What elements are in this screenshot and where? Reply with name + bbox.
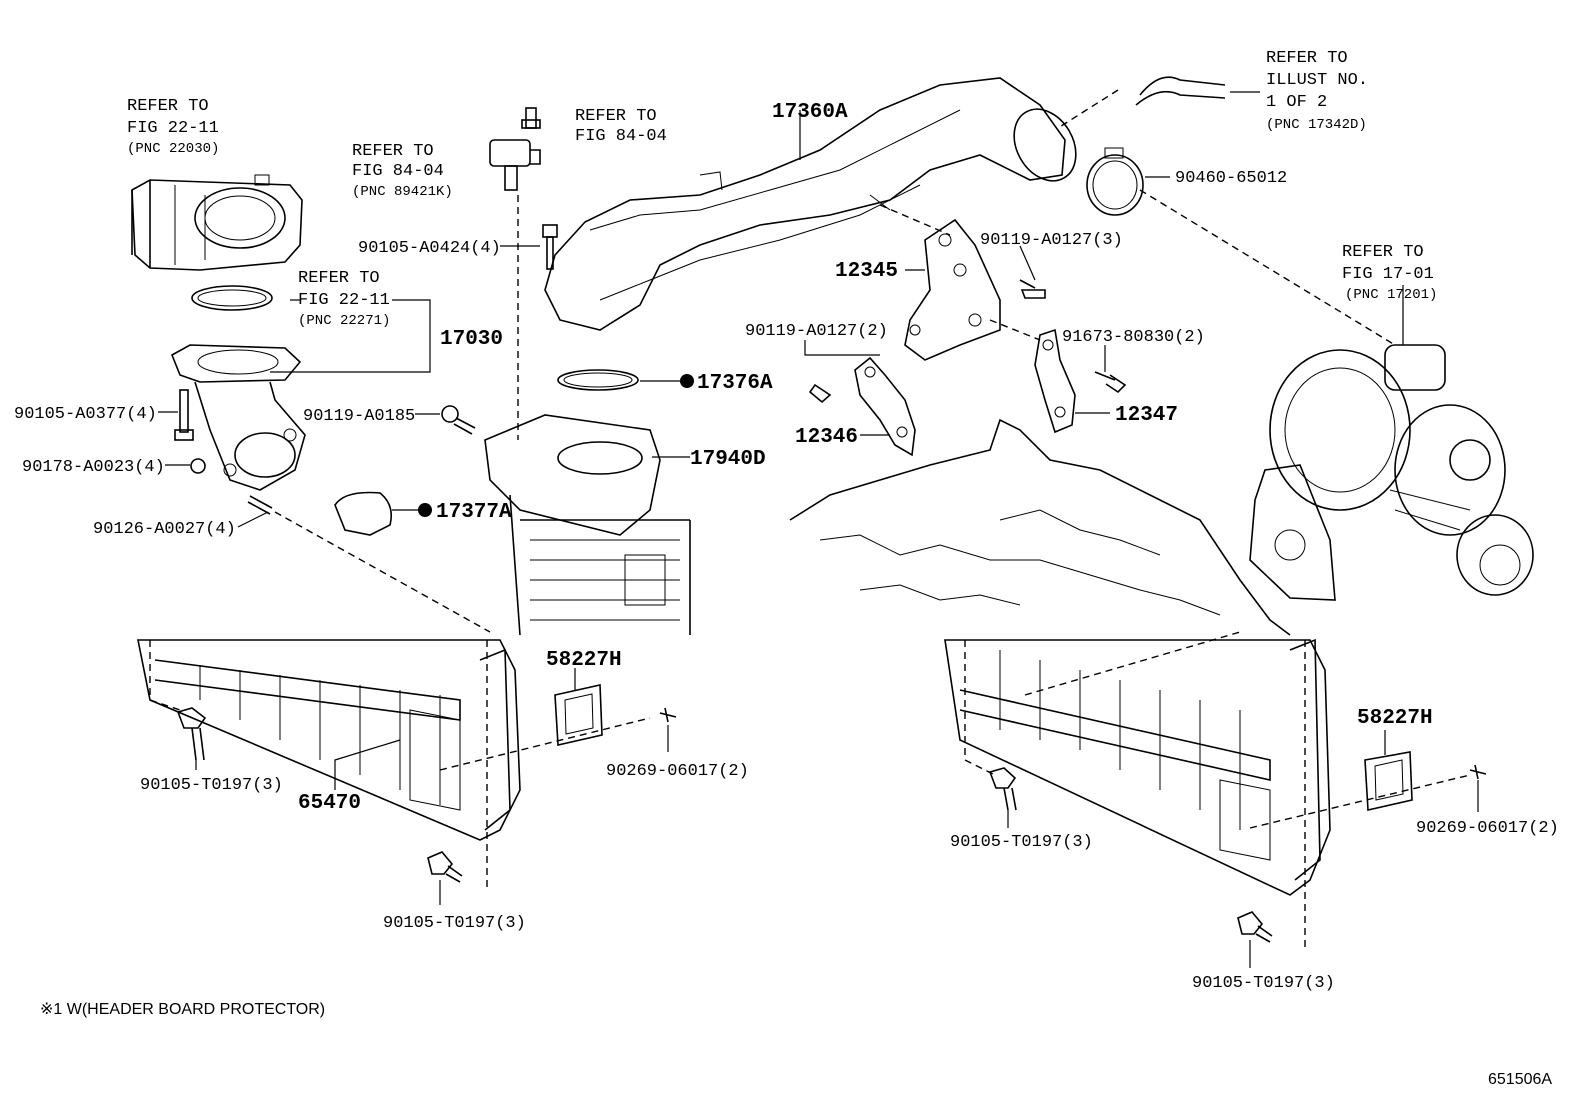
ref-illust-line1: REFER TO — [1266, 49, 1348, 68]
part-label-12346: 12346 — [795, 426, 858, 449]
reference-labels: REFER TO FIG 22-11 (PNC 22030) REFER TO … — [127, 49, 1437, 329]
part-label-90126-a0027: 90126-A0027(4) — [93, 520, 236, 539]
header-board-protector-left — [137, 639, 521, 841]
bolt-90119-a0127-3 — [1019, 279, 1046, 299]
ref-fig2211-top-line2: FIG 22-11 — [127, 119, 219, 138]
bolt-90105-t0197-d — [1237, 911, 1273, 943]
part-label-90119-a0185: 90119-A0185 — [303, 407, 415, 426]
part-label-17360a: 17360A — [772, 101, 848, 124]
nut-90178 — [190, 458, 206, 474]
diagram-id: 651506A — [1488, 1071, 1552, 1088]
plate-58227h-left — [554, 684, 603, 746]
ref-fig8404-b-line1: REFER TO — [352, 142, 434, 161]
bracket-12346 — [854, 356, 916, 457]
part-label-90178-a0023: 90178-A0023(4) — [22, 458, 165, 477]
part-label-90269-06017-right: 90269-06017(2) — [1416, 819, 1559, 838]
intake-pipe-17360a — [544, 77, 1077, 331]
part-label-91673-80830: 91673-80830(2) — [1062, 328, 1205, 347]
turbocharger-17201 — [1249, 344, 1534, 601]
bolt-90105-a0377 — [174, 389, 194, 441]
intercooler-17940d — [484, 414, 691, 636]
ref-fig8404-a-line1: REFER TO — [575, 107, 657, 126]
leader-lines — [158, 91, 1479, 968]
ref-illust-line3: 1 OF 2 — [1266, 93, 1327, 112]
bolt-91673 — [1094, 371, 1127, 394]
ref-fig2211-mid-line1: REFER TO — [298, 269, 380, 288]
ref-fig2211-mid-line2: FIG 22-11 — [298, 291, 390, 310]
part-label-90105-a0377: 90105-A0377(4) — [14, 405, 157, 424]
part-label-58227h-left: 58227H — [546, 649, 622, 672]
clamp-90460 — [1086, 147, 1144, 216]
part-label-58227h-right: 58227H — [1357, 707, 1433, 730]
part-number-labels: 17360A 90460-65012 90119-A0127(3) 12345 … — [14, 101, 1559, 993]
bracket-12345 — [904, 218, 1001, 361]
clip-90269-right — [1469, 764, 1487, 780]
throttle-body — [131, 174, 303, 271]
bolt-90119-a0185 — [441, 405, 476, 435]
part-label-65470: 65470 — [298, 792, 361, 815]
adapter-17030 — [170, 344, 306, 491]
bullet-17377a — [418, 503, 432, 517]
ref-fig8404-b-pnc: (PNC 89421K) — [352, 184, 453, 200]
ref-fig8404-b-line2: FIG 84-04 — [352, 162, 444, 181]
part-label-17377a: 17377A — [436, 501, 512, 524]
gasket-17377a — [334, 491, 393, 536]
ref-fig2211-mid-pnc: (PNC 22271) — [298, 313, 390, 329]
header-board-protector-right — [944, 638, 1331, 896]
sensor-89421k — [489, 107, 541, 191]
bolt-90105-t0197-b — [427, 851, 463, 883]
part-label-90105-a0424: 90105-A0424(4) — [358, 239, 501, 258]
part-label-17376a: 17376A — [697, 372, 773, 395]
bolt-90105-a0424 — [542, 224, 558, 270]
part-label-12347: 12347 — [1115, 404, 1178, 427]
footnote: ※1 W(HEADER BOARD PROTECTOR) — [40, 1001, 325, 1018]
gasket-17376a — [557, 369, 639, 391]
part-label-12345: 12345 — [835, 260, 898, 283]
part-label-90119-a0127-2: 90119-A0127(2) — [745, 322, 888, 341]
ref-fig2211-top-line1: REFER TO — [127, 97, 209, 116]
ref-illust-pnc: (PNC 17342D) — [1266, 117, 1367, 133]
part-label-90269-06017-left: 90269-06017(2) — [606, 762, 749, 781]
bolt-90119-a0127-2 — [808, 383, 832, 404]
clip-90269-left — [659, 707, 677, 723]
ref-fig1701-line2: FIG 17-01 — [1342, 265, 1434, 284]
hose-17342d — [1135, 76, 1226, 106]
bolt-90105-t0197-c — [988, 767, 1017, 811]
ref-fig1701-pnc: (PNC 17201) — [1345, 287, 1437, 303]
part-label-90105-t0197-c: 90105-T0197(3) — [950, 833, 1093, 852]
ref-fig8404-a-line2: FIG 84-04 — [575, 127, 667, 146]
bracket-12347 — [1034, 328, 1076, 434]
plate-58227h-right — [1364, 751, 1413, 811]
ref-fig2211-top-pnc: (PNC 22030) — [127, 141, 219, 157]
bullet-17376a — [680, 374, 694, 388]
part-label-90119-a0127-3: 90119-A0127(3) — [980, 231, 1123, 250]
part-label-90105-t0197-d: 90105-T0197(3) — [1192, 974, 1335, 993]
assembly-lines — [149, 89, 1471, 950]
part-label-17030: 17030 — [440, 328, 503, 351]
part-label-90105-t0197-a: 90105-T0197(3) — [140, 776, 283, 795]
stud-90126 — [247, 495, 273, 515]
part-label-90105-t0197-b: 90105-T0197(3) — [383, 914, 526, 933]
ref-illust-line2: ILLUST NO. — [1266, 71, 1368, 90]
bolt-90105-t0197-a — [176, 707, 207, 761]
gasket-22271 — [191, 285, 273, 311]
ref-fig1701-line1: REFER TO — [1342, 243, 1424, 262]
part-label-90460-65012: 90460-65012 — [1175, 169, 1287, 188]
engine-block — [789, 418, 1291, 636]
part-label-17940d: 17940D — [690, 448, 766, 471]
